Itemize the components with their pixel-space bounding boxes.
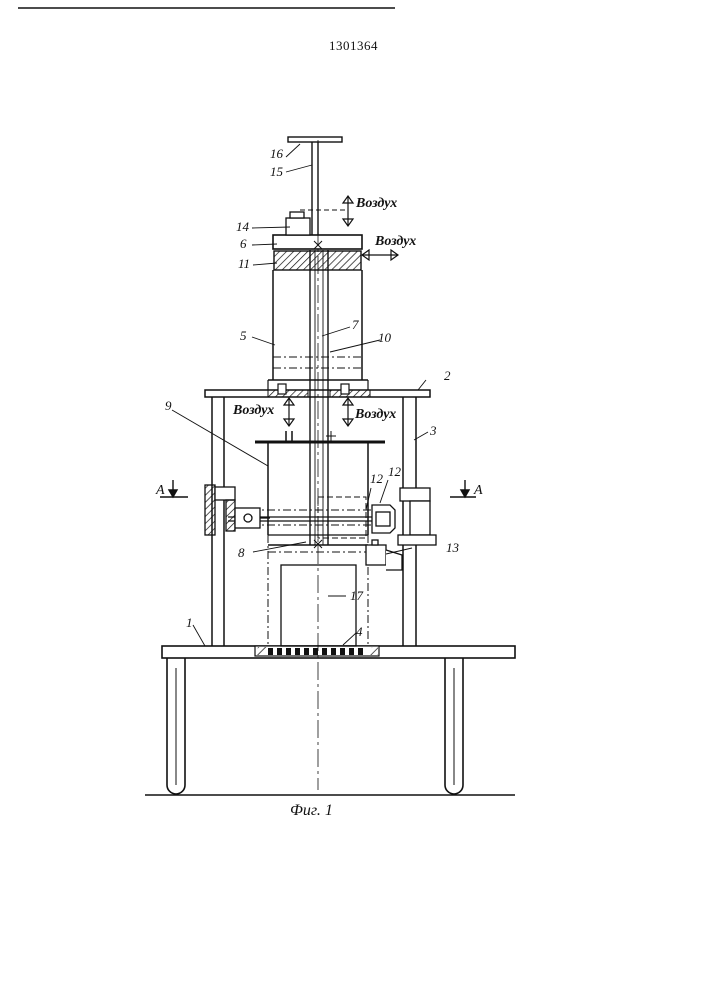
left-bracket	[205, 485, 270, 535]
section-label-right: А	[473, 483, 483, 498]
part-label-9: 9	[165, 398, 172, 413]
part-label-10: 10	[378, 330, 392, 345]
section-label-left: А	[155, 483, 165, 498]
part-label-5: 5	[240, 328, 247, 343]
part-label-15: 15	[270, 164, 284, 179]
top-plate	[205, 390, 430, 397]
cylinder-cover	[273, 235, 362, 249]
part-label-14: 14	[236, 219, 250, 234]
figure-caption: Фиг. 1	[290, 802, 333, 820]
air-label-top: Воздух	[355, 196, 397, 211]
grid-plate	[255, 646, 379, 656]
part-label-12-right: 12	[388, 464, 402, 479]
valve-block	[286, 212, 310, 235]
diaphragm-plate	[255, 431, 385, 442]
piston	[274, 251, 361, 270]
handle-plate	[288, 137, 342, 142]
base-table	[162, 646, 515, 794]
right-bracket	[366, 488, 436, 570]
part-label-2: 2	[444, 368, 451, 383]
casting	[281, 565, 356, 646]
control-rod	[312, 142, 318, 235]
part-label-3: 3	[429, 423, 437, 438]
air-label-left: Воздух	[232, 403, 274, 418]
part-label-13: 13	[446, 540, 460, 555]
part-label-11: 11	[238, 256, 250, 271]
air-label-lower-right: Воздух	[354, 407, 396, 422]
part-label-4: 4	[356, 624, 363, 639]
part-label-6: 6	[240, 236, 247, 251]
part-label-16: 16	[270, 146, 284, 161]
part-label-1: 1	[186, 615, 193, 630]
part-label-17: 17	[350, 588, 364, 603]
part-label-12-left: 12	[370, 471, 384, 486]
part-label-8: 8	[238, 545, 245, 560]
part-label-7: 7	[352, 317, 359, 332]
air-label-right: Воздух	[374, 234, 416, 249]
